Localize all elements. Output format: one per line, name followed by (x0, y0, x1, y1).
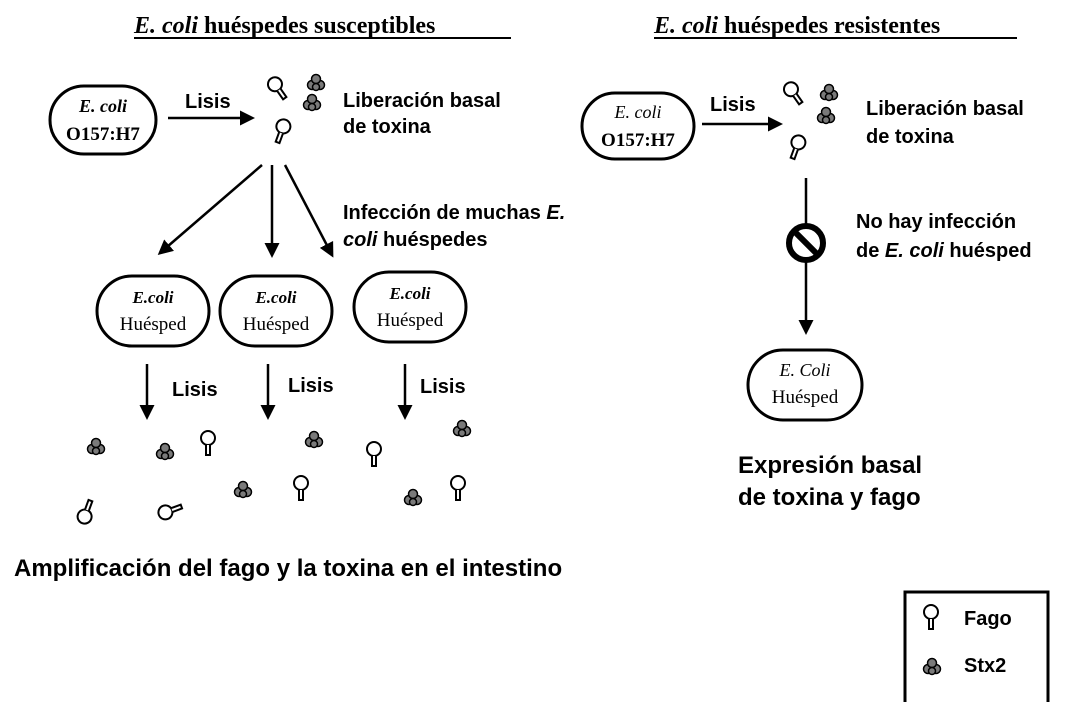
right-release-line2: de toxina (866, 126, 955, 148)
host-lysis-label-1: Lisis (172, 379, 218, 401)
right-source-cell-line2: O157:H7 (601, 130, 675, 151)
left-source-cell: E. coli O157:H7 (48, 84, 158, 156)
right-release-line1: Liberación basal (866, 98, 1024, 120)
right-caption-line1: Expresión basal (738, 452, 922, 479)
right-caption-line2: de toxina y fago (738, 484, 921, 511)
left-caption: Amplificación del fago y la toxina en el… (14, 555, 562, 582)
host-cell-line2: Huésped (120, 314, 187, 335)
left-release-cluster (264, 73, 326, 146)
phage-icon (155, 499, 185, 523)
left-source-cell-line2: O157:H7 (66, 124, 140, 145)
host-cell-line1: E.coli (388, 284, 430, 303)
host-cell-line1: E.coli (254, 288, 296, 307)
right-source-cell-line1: E. coli (614, 102, 662, 122)
legend: Fago Stx2 (903, 590, 1050, 702)
stx2-toxin-icon (816, 106, 836, 125)
left-lysis-label: Lisis (185, 91, 231, 113)
host-lysis-label-3: Lisis (420, 376, 466, 398)
stx2-toxin-icon (819, 83, 839, 102)
left-release-line1: Liberación basal (343, 90, 501, 112)
stx2-toxin-icon (922, 657, 942, 676)
right-source-cell: E. coli O157:H7 (580, 91, 696, 161)
left-host-cell-3: E.coli Huésped (352, 270, 468, 344)
right-panel-title: E. coli huéspedes resistentes (653, 13, 940, 39)
host-cell-line1: E.coli (131, 288, 173, 307)
right-host-cell-line2: Huésped (772, 387, 839, 408)
phage-icon (74, 497, 98, 527)
legend-label-phage: Fago (964, 608, 1012, 630)
amplified-particles (74, 419, 472, 527)
host-lysis-label-2: Lisis (288, 375, 334, 397)
phage-icon (366, 441, 382, 467)
stx2-toxin-icon (86, 437, 106, 456)
stx2-toxin-icon (155, 442, 175, 461)
prohibited-icon (786, 223, 826, 263)
phage-icon (785, 132, 809, 162)
phage-icon (293, 475, 309, 501)
left-host-cell-2: E.coli Huésped (218, 274, 334, 348)
phage-icon (923, 604, 939, 630)
phage-icon (780, 78, 808, 109)
phage-icon (200, 430, 216, 456)
host-cell-line2: Huésped (377, 310, 444, 331)
right-host-cell: E. Coli Huésped (746, 348, 864, 422)
phage-icon (450, 475, 466, 501)
stx2-toxin-icon (306, 73, 326, 92)
right-no-infection-line2: de E. coli huésped (856, 240, 1032, 262)
left-infection-line1: Infección de muchas E. (343, 202, 565, 224)
stx2-toxin-icon (302, 93, 322, 112)
left-infection-line2: coli huéspedes (343, 229, 488, 251)
left-infection-arrow-3 (283, 164, 334, 258)
phage-icon (270, 116, 294, 146)
left-source-cell-line1: E. coli (78, 96, 127, 116)
stx2-toxin-icon (452, 419, 472, 438)
left-release-line2: de toxina (343, 116, 432, 138)
right-host-cell-line1: E. Coli (778, 360, 830, 380)
right-lysis-label: Lisis (710, 94, 756, 116)
phage-icon (264, 73, 292, 104)
stx2-toxin-icon (403, 488, 423, 507)
right-no-infection-line1: No hay infección (856, 211, 1016, 233)
left-host-cell-1: E.coli Huésped (95, 274, 211, 348)
stx2-toxin-icon (304, 430, 324, 449)
left-panel-title: E. coli huéspedes susceptibles (133, 13, 435, 39)
right-release-cluster (780, 78, 839, 162)
left-infection-arrow-1 (157, 164, 263, 255)
host-cell-line2: Huésped (243, 314, 310, 335)
legend-label-stx2: Stx2 (964, 655, 1006, 677)
stx2-toxin-icon (233, 480, 253, 499)
